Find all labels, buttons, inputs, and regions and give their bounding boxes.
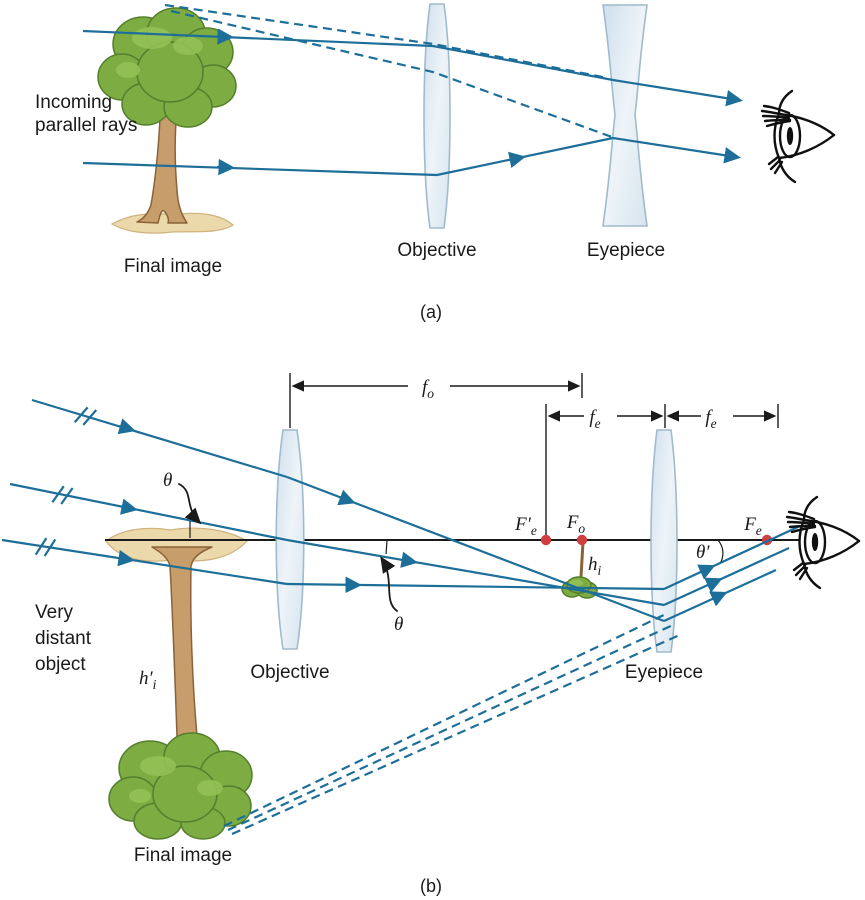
very-distant-object-line2: distant [35,628,92,649]
tree-final-image-a [97,7,237,234]
focal-point-Fo [576,534,588,546]
focal-length-dimensions: fo fe fe [289,373,779,540]
h-i-label: hi [588,554,602,578]
theta-arrow-right [380,556,398,612]
caption-a: (a) [420,302,442,322]
tree-canopy-b [108,732,253,840]
h-i-prime-label: h′i [139,668,157,692]
f-e-label-right: fe [705,407,716,431]
part-b: fo fe fe F′e Fo Fe [1,373,861,896]
f-e-label-left: fe [589,407,600,431]
solid-rays-a [82,28,743,177]
caption-b: (b) [420,876,442,896]
eyepiece-lens-a [602,4,648,227]
part-a: Incoming parallel rays Final image Objec… [35,3,836,322]
theta-label-right: θ [394,614,403,635]
theta-prime-label: θ′ [696,542,710,563]
tree-final-image-b [105,527,253,840]
dashed-rays-a [164,3,613,139]
final-image-label-b: Final image [134,845,232,866]
eye-icon-b [785,495,861,590]
very-distant-object-line1: Very [35,602,74,623]
theta-arrow-left [178,483,202,525]
eyepiece-label-b: Eyepiece [625,662,703,683]
Fe-prime-label: F′e [514,514,537,538]
objective-label-a: Objective [397,240,476,261]
eye-icon-a [760,89,836,184]
objective-label-b: Objective [250,662,329,683]
objective-lens-a [423,3,451,229]
parallel-mark-3 [34,537,57,557]
exit-rays-b [663,525,801,623]
tree-canopy-a [97,7,237,128]
incoming-parallel-rays-label-line2: parallel rays [35,115,137,136]
dashed-rays-b [223,612,683,836]
parallel-mark-1 [73,406,98,426]
angle-annotations: θ θ θ′ [163,470,724,635]
parallel-mark-2 [51,485,74,505]
f-o-label: fo [422,377,434,401]
eyepiece-lens-b [650,429,678,653]
internal-rays-b [286,475,665,623]
incoming-rays-b [1,398,288,586]
Fo-label: Fo [566,512,586,536]
very-distant-object-line3: object [35,654,86,675]
focal-point-Fe-prime [540,534,552,546]
incoming-parallel-rays-label-line1: Incoming [35,92,112,113]
theta-prime-arc [717,539,724,563]
final-image-label-a: Final image [124,256,222,277]
focal-points: F′e Fo Fe [514,512,773,546]
eyepiece-label-a: Eyepiece [587,240,665,261]
Fe-label: Fe [743,514,762,538]
theta-label-left: θ [163,470,172,491]
